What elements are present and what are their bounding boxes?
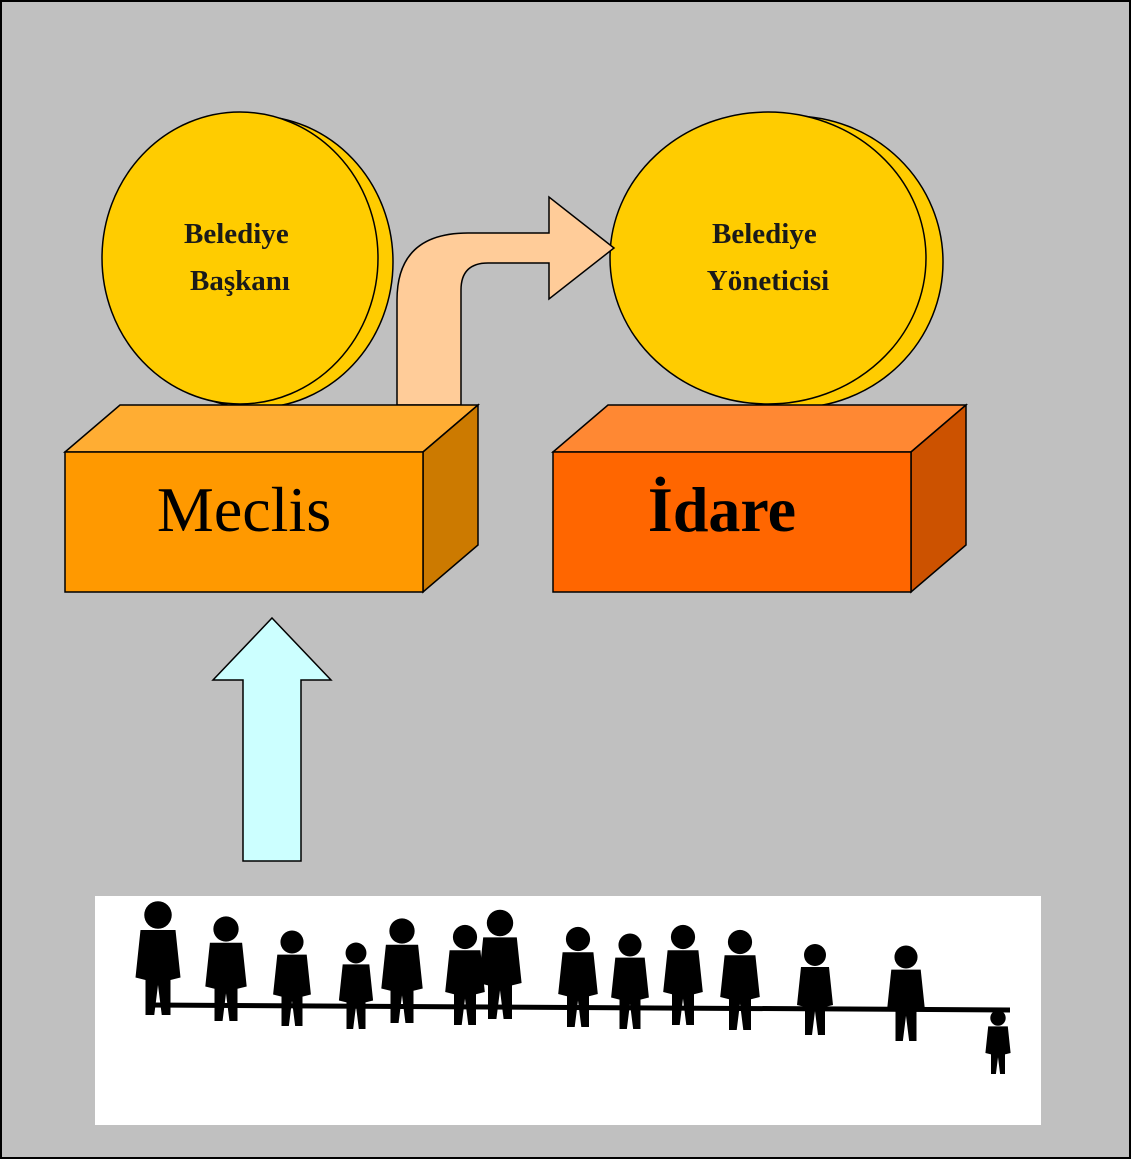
mayor-label-line2: Başkanı — [190, 265, 290, 297]
council-label: Meclis — [157, 474, 331, 545]
administration-box-front — [552, 451, 912, 593]
manager-node: Belediye Yöneticisi — [609, 111, 944, 409]
council-box: Meclis — [62, 403, 481, 594]
council-box-front — [64, 451, 424, 593]
mayor-label-line1: Belediye — [184, 218, 289, 250]
council-box-top — [62, 404, 481, 453]
manager-label-line2: Yöneticisi — [707, 265, 829, 297]
svg-text:Belediye Yöneticisi: Belediye Yöneticisi — [707, 218, 829, 297]
crowd-silhouette-icon — [135, 901, 1011, 1074]
svg-text:Belediye Başkanı: Belediye Başkanı — [184, 218, 296, 297]
manager-circle — [609, 111, 927, 405]
administration-box-top — [550, 404, 969, 453]
administration-box: İdare — [550, 403, 969, 594]
manager-label-line1: Belediye — [712, 218, 817, 250]
people-image — [95, 896, 1041, 1125]
people-to-council-arrow — [211, 616, 333, 862]
council-to-manager-arrow — [396, 195, 616, 406]
administration-label: İdare — [648, 474, 796, 545]
mayor-circle — [101, 111, 379, 405]
mayor-node: Belediye Başkanı — [101, 111, 394, 409]
